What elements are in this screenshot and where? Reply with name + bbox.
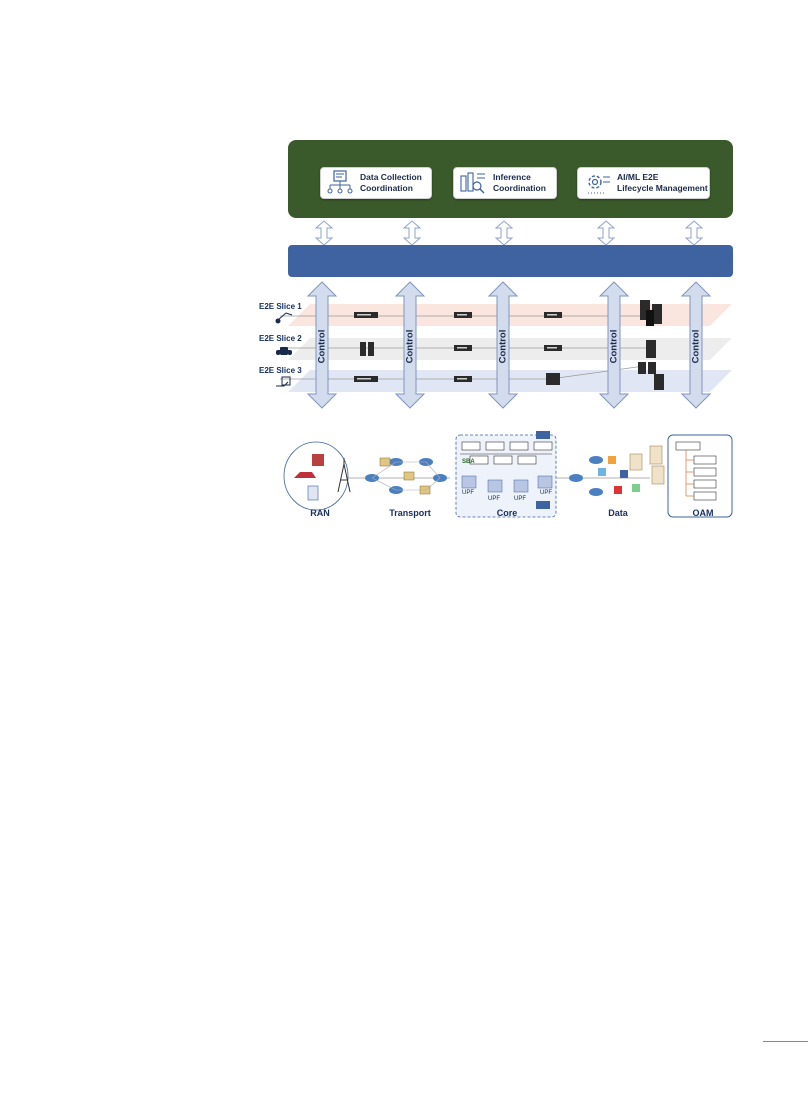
optical-switch-icon [403,471,415,481]
nf-box [533,441,553,451]
server-icon [360,342,366,356]
car-icon [276,347,292,358]
nf-box [469,455,489,465]
phone-icon [307,485,319,501]
oam-node [693,467,717,477]
network-domains-diagram [283,431,733,518]
oam-node [693,479,717,489]
upf-label: UPF [540,490,552,496]
server-icon [629,453,643,471]
double-arrow-icon [494,220,514,246]
server-icon [638,362,646,374]
server-icon [646,340,656,358]
oam-node [693,455,717,465]
control-label: Control [690,329,702,364]
sba-label: SBA [462,459,475,465]
server-icon [368,342,374,356]
upf-icon [461,475,477,489]
slice-band-1 [288,304,732,326]
nf-box [493,455,513,465]
server-icon [649,445,663,465]
slice-diagram [275,281,732,409]
cube-icon [608,456,616,464]
router-icon [589,456,603,464]
control-arrow [487,281,519,409]
oam-node [675,441,701,451]
router-icon [589,488,603,496]
switch-icon [546,373,560,385]
building-icon [312,454,324,466]
domain-label-ran: RAN [310,508,330,518]
inference-icon [460,172,485,194]
server-icon [640,300,650,320]
card-title-line2: Coordination [493,183,546,193]
upf-icon [537,475,553,489]
card-title-line2: Lifecycle Management [617,183,708,193]
domain-label-transport: Transport [389,508,431,518]
control-arrow [680,281,712,409]
robot-arm-icon [275,312,293,324]
server-icon [651,465,665,485]
upf-icon [513,479,529,493]
double-arrow-icon [684,220,704,246]
core-tag [536,501,550,509]
core-box [455,434,557,518]
gear-lifecycle-icon [588,175,610,194]
control-arrow [598,281,630,409]
slice-band-2 [288,338,732,360]
cell-tower-icon [337,458,351,493]
card-title-line2: Coordination [360,183,413,193]
hand-device-icon [276,376,291,387]
control-label: Control [608,329,620,364]
page-footer-rule [763,1041,808,1042]
double-arrow-icon [314,220,334,246]
cube-icon [614,486,622,494]
nf-box [517,455,537,465]
card-title-line1: AI/ML E2E [617,172,659,182]
cube-icon [632,484,640,492]
upf-icon [487,479,503,493]
optical-switch-icon [379,457,391,467]
control-label: Control [497,329,509,364]
control-label: Control [404,329,416,364]
cube-icon [598,468,606,476]
server-icon [654,374,664,390]
domain-label-data: Data [608,508,628,518]
control-label: Control [316,329,328,364]
server-icon [648,362,656,374]
control-arrow [394,281,426,409]
card-title-line1: Inference [493,172,531,182]
nf-box [509,441,529,451]
nf-box [485,441,505,451]
slice-band-3 [288,370,732,392]
domain-label-core: Core [496,508,518,518]
slice-label: E2E Slice 3 [259,366,302,375]
nf-box [461,441,481,451]
slice-label: E2E Slice 2 [259,334,302,343]
orchestration-bar [288,245,733,277]
upf-label: UPF [488,496,500,502]
domain-label-oam: OAM [692,508,714,518]
control-arrow [306,281,338,409]
router-icon [569,474,583,482]
oam-node [693,491,717,501]
server-icon [646,310,654,326]
ran-cloud [283,441,349,511]
car-icon [294,472,316,478]
double-arrow-icon [402,220,422,246]
upf-label: UPF [462,490,474,496]
cube-icon [620,470,628,478]
double-arrow-icon [596,220,616,246]
panel-bar-connectors [314,220,704,246]
data-collection-icon [327,170,353,194]
card-title-line1: Data Collection [360,172,422,182]
core-tag [536,431,550,439]
slice-label: E2E Slice 1 [259,302,302,311]
server-icon [652,304,662,324]
upf-label: UPF [514,496,526,502]
